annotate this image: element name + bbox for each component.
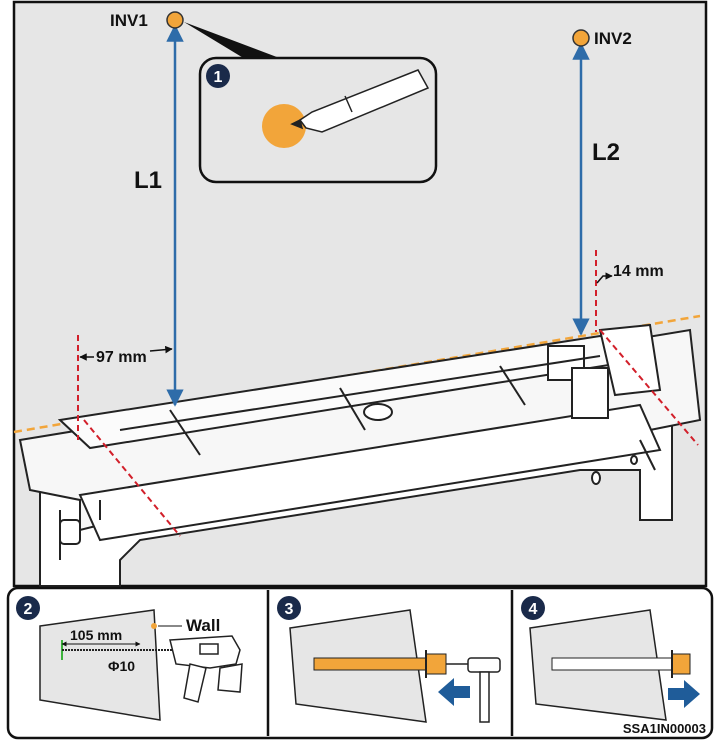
l2-label: L2	[592, 139, 620, 166]
main-panel: INV1 INV2 L1 L2 97 mm 14 mm 1	[12, 0, 708, 588]
callout-marking: 1	[184, 22, 438, 184]
dist-left-label: 97 mm	[96, 349, 147, 366]
push-arrow-right-icon	[668, 680, 700, 708]
alignment-guides	[77, 250, 699, 537]
marker-pen-icon	[290, 69, 430, 133]
anchor-bolt	[313, 657, 429, 671]
drill-mark	[262, 104, 306, 148]
inv1-label: INV1	[110, 11, 148, 30]
drill-depth-label: 105 mm	[70, 627, 122, 643]
dist-right-label: 14 mm	[613, 263, 664, 280]
svg-text:1: 1	[214, 69, 223, 86]
wall-label: Wall	[186, 616, 220, 635]
anchor-sleeve	[551, 657, 683, 671]
steps-panel: 2 105 mm Φ10 Wall 3	[6, 586, 714, 740]
mounting-bracket	[18, 323, 702, 587]
step-3-badge	[277, 596, 301, 620]
figure-code: SSA1IN00003	[623, 721, 706, 736]
step-2-badge	[16, 596, 40, 620]
step-4-tighten: 4	[521, 596, 700, 721]
drill-dia-label: Φ10	[108, 658, 135, 674]
step-1-badge	[206, 64, 230, 88]
push-arrow-left-icon	[438, 678, 470, 706]
wall-section	[39, 609, 161, 721]
hammer-icon	[467, 657, 501, 723]
svg-text:4: 4	[529, 601, 538, 618]
step-4-badge	[521, 596, 545, 620]
step-2-drilling: 2 105 mm Φ10 Wall	[16, 596, 243, 721]
l1-label: L1	[134, 167, 162, 194]
svg-text:2: 2	[24, 601, 33, 618]
step-3-anchor: 3	[277, 596, 501, 723]
inv1-mark	[166, 11, 184, 29]
inv2-mark	[572, 29, 590, 47]
inv2-label: INV2	[594, 29, 632, 48]
svg-text:3: 3	[285, 601, 294, 618]
drill-icon	[169, 635, 243, 703]
